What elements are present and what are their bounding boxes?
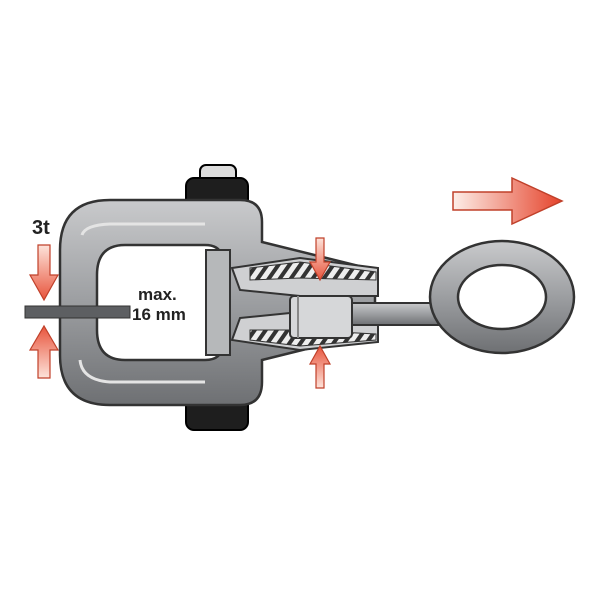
- thickness-arrow-up: [28, 324, 60, 379]
- sleeve: [289, 295, 353, 339]
- thickness-label: 3t: [32, 217, 50, 239]
- thickness-arrow-down: [28, 244, 60, 302]
- jaw-arrow-down: [308, 237, 332, 282]
- clamp-pin: [205, 249, 231, 356]
- max-thickness-value: 16 mm: [132, 305, 186, 324]
- pull-direction-arrow: [452, 176, 564, 226]
- sheet-metal: [24, 305, 131, 319]
- pull-rod: [339, 302, 441, 326]
- jaw-arrow-up: [308, 344, 332, 389]
- eye-ring: [428, 239, 576, 355]
- max-label: max.: [138, 285, 177, 304]
